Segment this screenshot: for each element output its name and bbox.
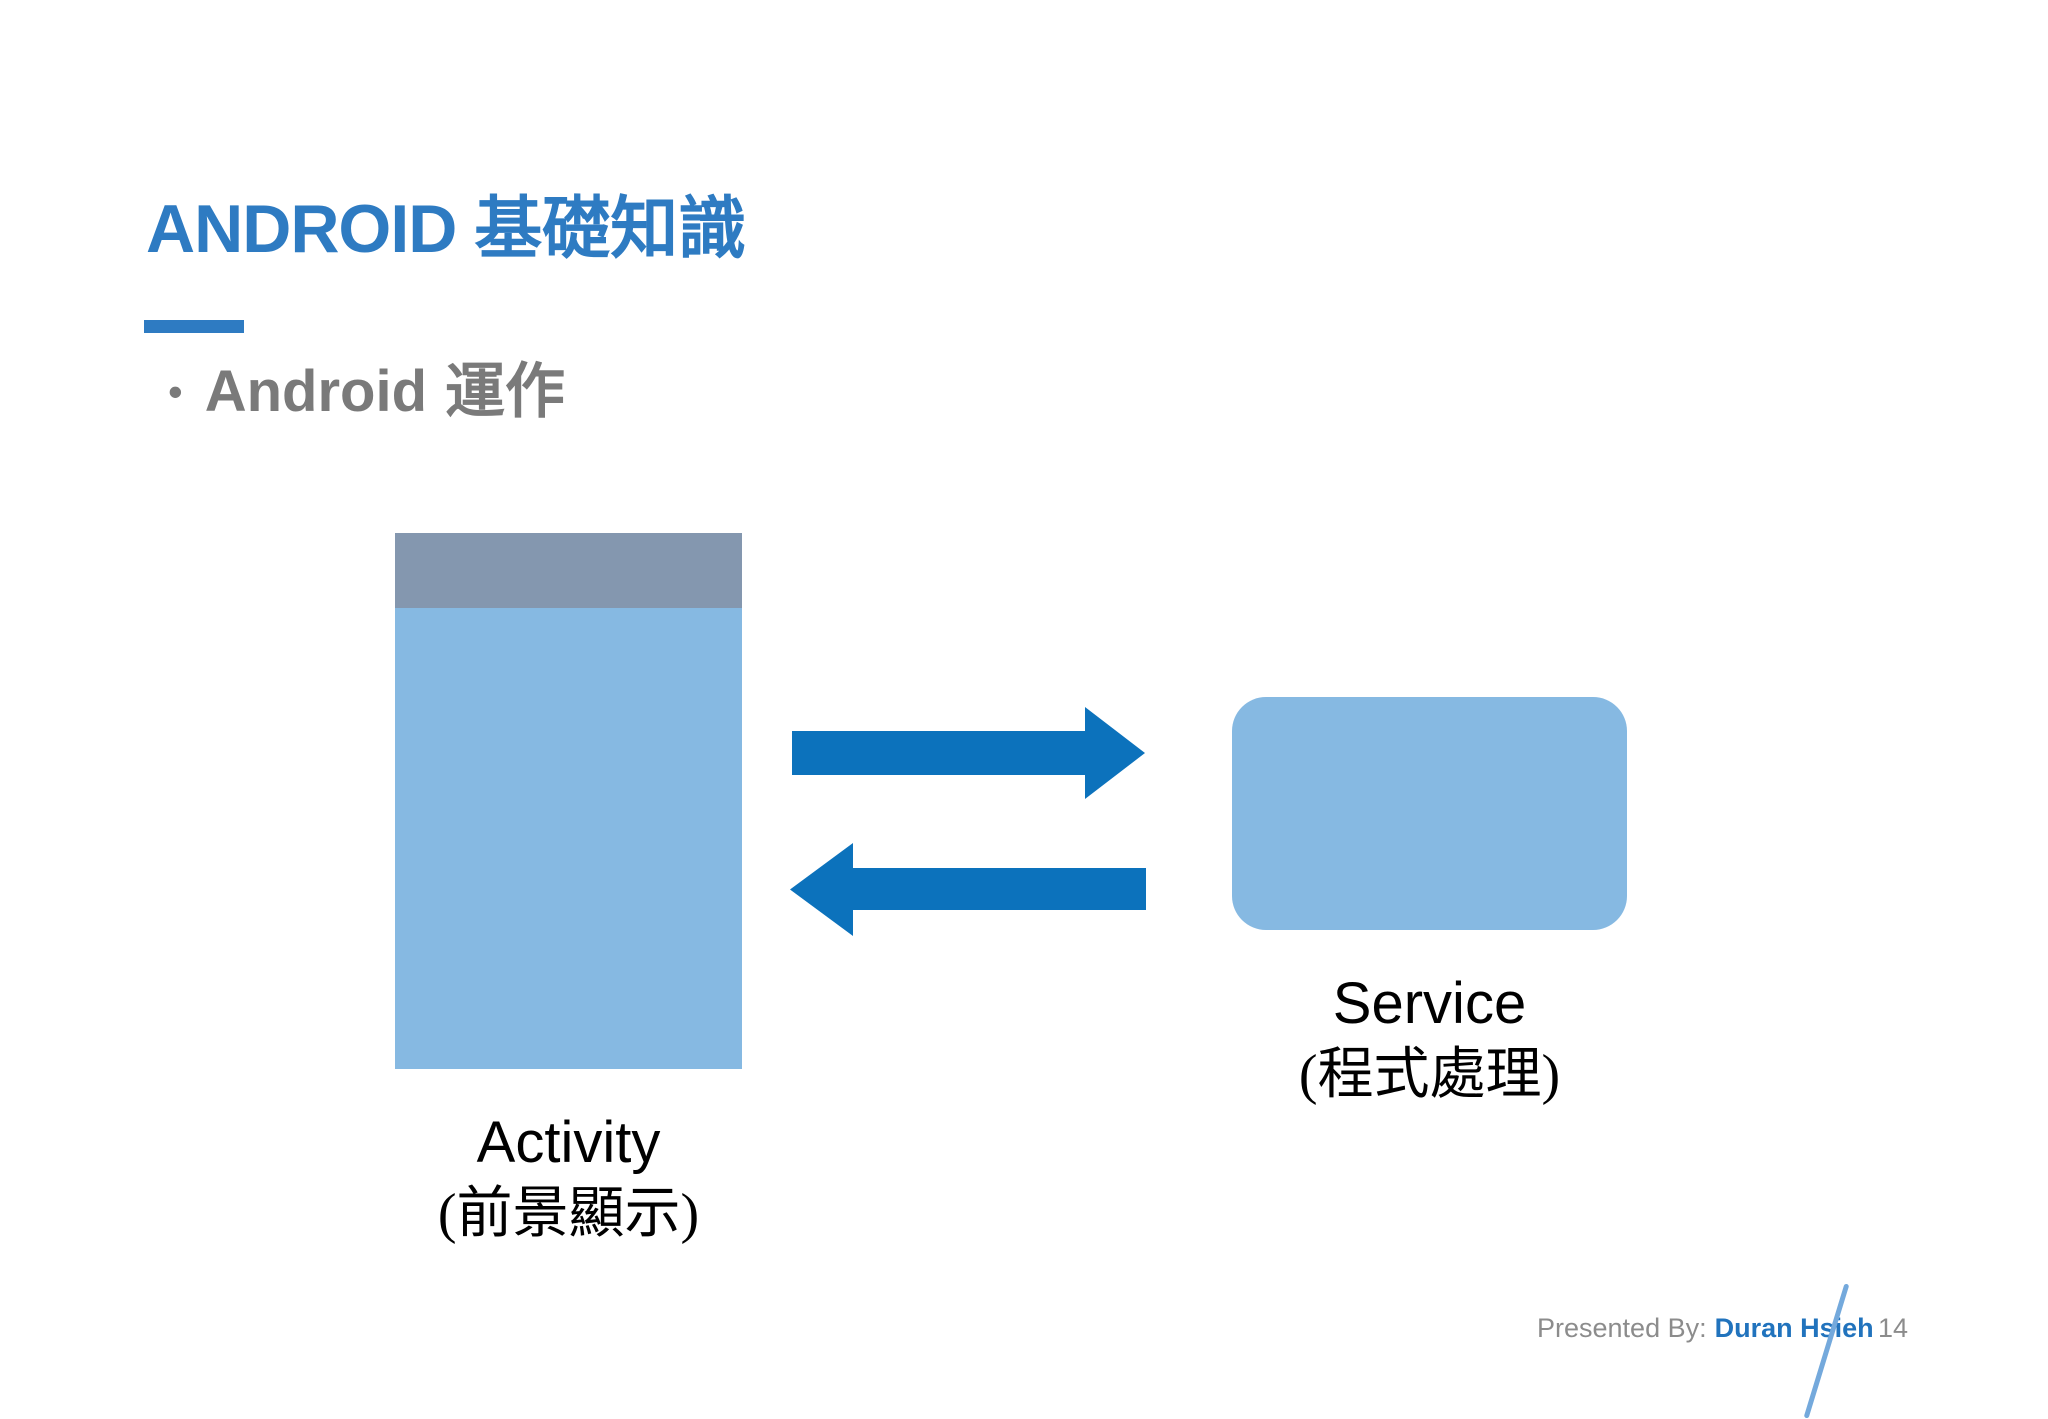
activity-box	[395, 533, 742, 1069]
service-label: Service	[1332, 971, 1527, 1036]
title-accent-dash	[144, 320, 244, 333]
activity-title-bar	[395, 533, 742, 608]
service-box	[1232, 697, 1627, 930]
service-sublabel: (程式處理)	[1298, 1044, 1561, 1106]
presented-by-label: Presented By:	[1537, 1313, 1707, 1343]
arrow-right-icon	[792, 707, 1145, 799]
bullet-text-cjk: 運作	[445, 359, 566, 425]
page-title-latin: ANDROID	[146, 190, 457, 267]
activity-caption: Activity (前景顯示)	[345, 1107, 792, 1249]
page-title-cjk: 基礎知識	[474, 190, 747, 267]
service-caption: Service (程式處理)	[1182, 968, 1677, 1110]
bullet-marker: •	[168, 368, 183, 415]
activity-sublabel: (前景顯示)	[437, 1183, 700, 1245]
presenter-name: Duran Hsieh	[1714, 1313, 1874, 1343]
activity-label: Activity	[476, 1110, 661, 1175]
bullet-text-latin: Android	[204, 359, 428, 424]
bullet-item: • Android 運作	[168, 352, 565, 432]
footer-credit: Presented By: Duran Hsieh	[1537, 1313, 1874, 1343]
page-number: 14	[1878, 1313, 1909, 1343]
footer-slash-decoration	[1803, 1283, 1850, 1419]
arrow-left-icon	[790, 843, 1146, 936]
page-title: ANDROID 基礎知識	[146, 190, 747, 267]
